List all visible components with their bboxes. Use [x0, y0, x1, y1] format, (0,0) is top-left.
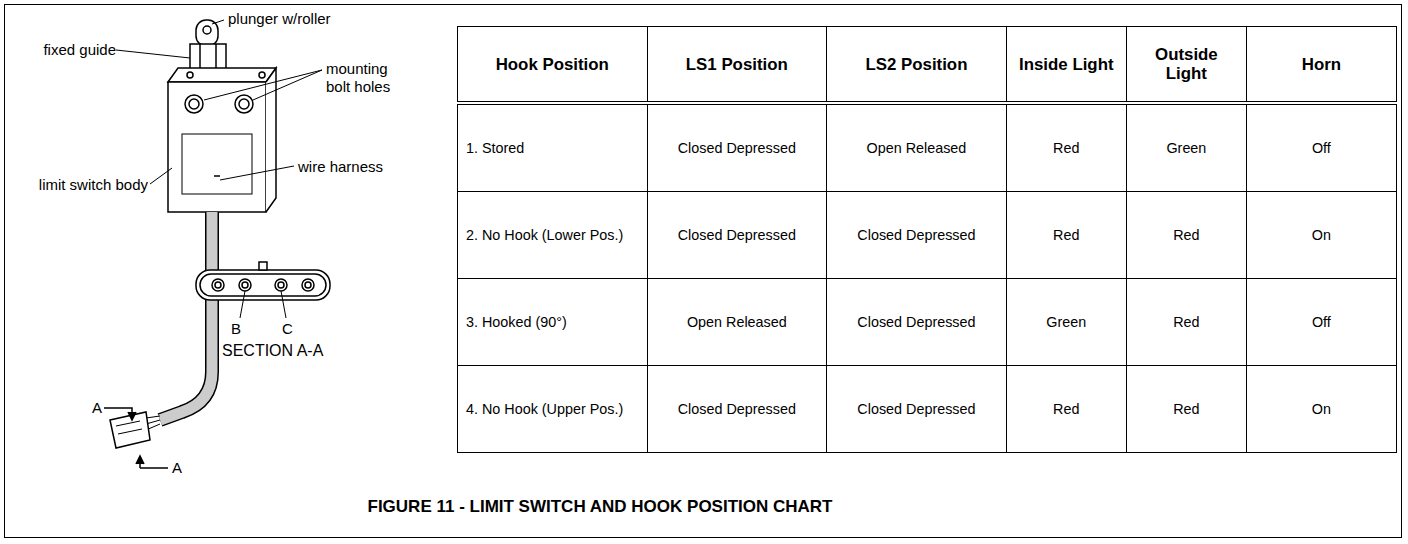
table-cell: On: [1312, 227, 1331, 243]
table-cell: Red: [1053, 227, 1079, 243]
table-cell: 1. Stored: [466, 140, 524, 156]
figure-caption: FIGURE 11 - LIMIT SWITCH AND HOOK POSITI…: [0, 497, 1200, 517]
table-cell-box: 4. No Hook (Upper Pos.): [458, 366, 648, 453]
table-cell-box: Closed Depressed: [647, 103, 827, 192]
table-cell-box: Red: [1126, 366, 1246, 453]
section-letter: A: [172, 459, 182, 477]
table-cell-box: Closed Depressed: [827, 279, 1007, 366]
section-label: SECTION A-A: [222, 342, 323, 360]
table-cell: 4. No Hook (Upper Pos.): [466, 401, 623, 417]
table-cell-box: Inside Light: [1006, 27, 1126, 104]
table-cell-box: 2. No Hook (Lower Pos.): [458, 192, 648, 279]
table-cell-box: Closed Depressed: [827, 366, 1007, 453]
table-cell: 3. Hooked (90°): [466, 314, 567, 330]
table-cell: Closed Depressed: [678, 401, 796, 417]
table-cell-box: 1. Stored: [458, 103, 648, 192]
table-cell: Red: [1053, 140, 1079, 156]
table-cell-box: Open Released: [827, 103, 1007, 192]
table-cell: Closed Depressed: [678, 227, 796, 243]
table-header: Outside Light: [1155, 45, 1218, 83]
table-cell-box: Closed Depressed: [647, 192, 827, 279]
table-cell-box: Open Released: [647, 279, 827, 366]
table-cell: Green: [1166, 140, 1206, 156]
table-cell: Red: [1173, 227, 1199, 243]
table-cell-box: Red: [1006, 366, 1126, 453]
table-cell-box: Red: [1006, 192, 1126, 279]
table-cell-box: Green: [1006, 279, 1126, 366]
part-label: limit switch body: [30, 176, 148, 194]
table-header: Inside Light: [1019, 55, 1114, 74]
part-label: mounting bolt holes: [326, 60, 416, 96]
table-cell: Open Released: [687, 314, 787, 330]
table-cell-box: LS1 Position: [647, 27, 827, 104]
part-label: plunger w/roller: [228, 10, 331, 28]
table-cell-box: Closed Depressed: [647, 366, 827, 453]
table-cell-box: Red: [1126, 279, 1246, 366]
section-letter: A: [92, 399, 102, 417]
table-cell-box: Red: [1126, 192, 1246, 279]
table-header: Horn: [1302, 55, 1341, 74]
table-cell-box: On: [1246, 192, 1396, 279]
table-cell-box: Green: [1126, 103, 1246, 192]
table-cell: On: [1312, 401, 1331, 417]
table-cell: Green: [1046, 314, 1086, 330]
hook-position-table: Hook Position LS1 Position LS2 Position Ins…: [457, 26, 1397, 453]
table-cell: Off: [1312, 314, 1331, 330]
part-label: wire harness: [298, 158, 383, 176]
table-cell-box: On: [1246, 366, 1396, 453]
table-cell: 2. No Hook (Lower Pos.): [466, 227, 623, 243]
table-cell-box: Hook Position: [458, 27, 648, 104]
table-cell: Open Released: [867, 140, 967, 156]
table-cell-box: Red: [1006, 103, 1126, 192]
part-label: fixed guide: [30, 41, 116, 59]
table-cell: Closed Depressed: [857, 227, 975, 243]
table-cell-box: 3. Hooked (90°): [458, 279, 648, 366]
table-cell-box: Off: [1246, 279, 1396, 366]
table-cell: Red: [1173, 314, 1199, 330]
table-header: LS1 Position: [686, 55, 788, 74]
table-cell: Closed Depressed: [857, 314, 975, 330]
section-letter: B: [231, 320, 241, 338]
table-cell: Red: [1173, 401, 1199, 417]
table-cell-box: Outside Light: [1126, 27, 1246, 104]
table-cell: Red: [1053, 401, 1079, 417]
table-cell-box: LS2 Position: [827, 27, 1007, 104]
section-letter: C: [282, 320, 293, 338]
table-cell-box: Off: [1246, 103, 1396, 192]
table-cell: Closed Depressed: [678, 140, 796, 156]
table-cell: Closed Depressed: [857, 401, 975, 417]
table-header: Hook Position: [496, 55, 609, 74]
table-header: LS2 Position: [865, 55, 967, 74]
table-cell: Off: [1312, 140, 1331, 156]
table-cell-box: Horn: [1246, 27, 1396, 104]
table-cell-box: Closed Depressed: [827, 192, 1007, 279]
